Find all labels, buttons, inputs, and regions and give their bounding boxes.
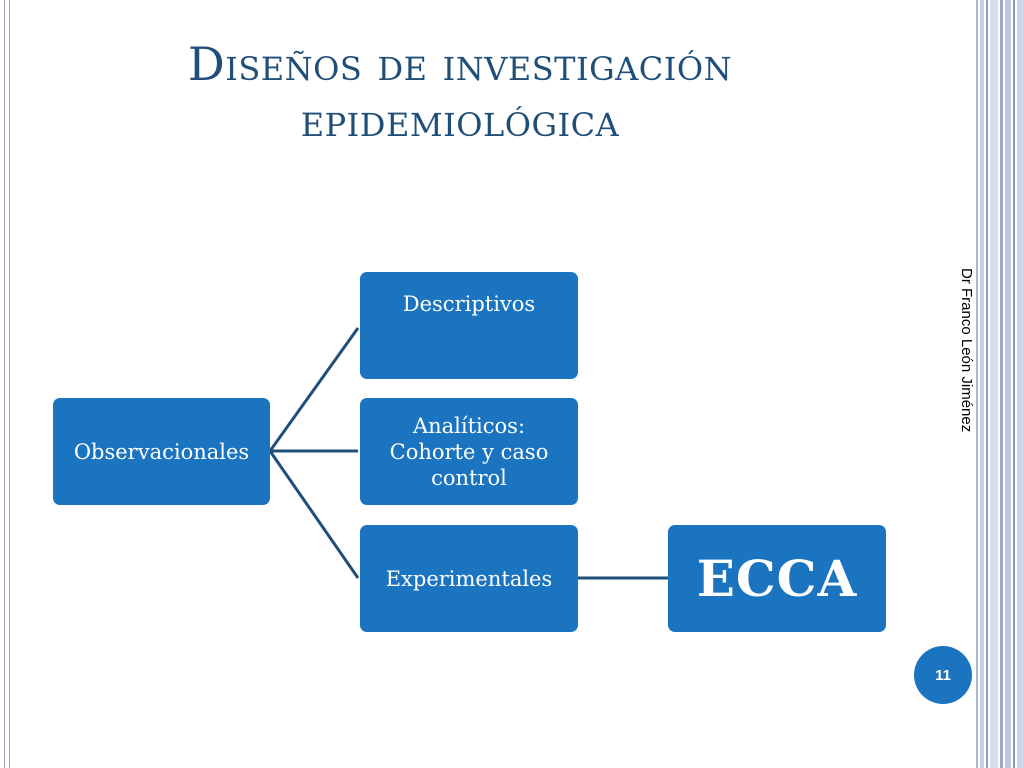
page-number: 11 bbox=[935, 666, 951, 684]
node-observacionales: Observacionales bbox=[53, 398, 270, 505]
node-analiticos: Analíticos: Cohorte y caso control bbox=[360, 398, 578, 505]
left-border-line bbox=[9, 0, 10, 768]
left-border-line bbox=[4, 0, 5, 768]
page-number-badge: 11 bbox=[914, 646, 972, 704]
node-label: Observacionales bbox=[73, 439, 250, 464]
node-ecca: ECCA bbox=[668, 525, 886, 632]
node-label: Analíticos: Cohorte y caso control bbox=[389, 413, 549, 490]
node-experimentales: Experimentales bbox=[360, 525, 578, 632]
connector-root-descriptivos bbox=[268, 327, 360, 452]
author-label: Dr Franco León Jiménez bbox=[958, 268, 975, 433]
slide-title: Diseños de investigación epidemiológica bbox=[187, 37, 733, 147]
node-label: ECCA bbox=[696, 549, 858, 608]
right-decorative-stripes bbox=[976, 0, 1024, 768]
connector-root-experimentales bbox=[268, 450, 360, 579]
node-label: Descriptivos bbox=[402, 292, 536, 316]
node-descriptivos: Descriptivos bbox=[360, 272, 578, 379]
node-label: Experimentales bbox=[385, 566, 553, 591]
